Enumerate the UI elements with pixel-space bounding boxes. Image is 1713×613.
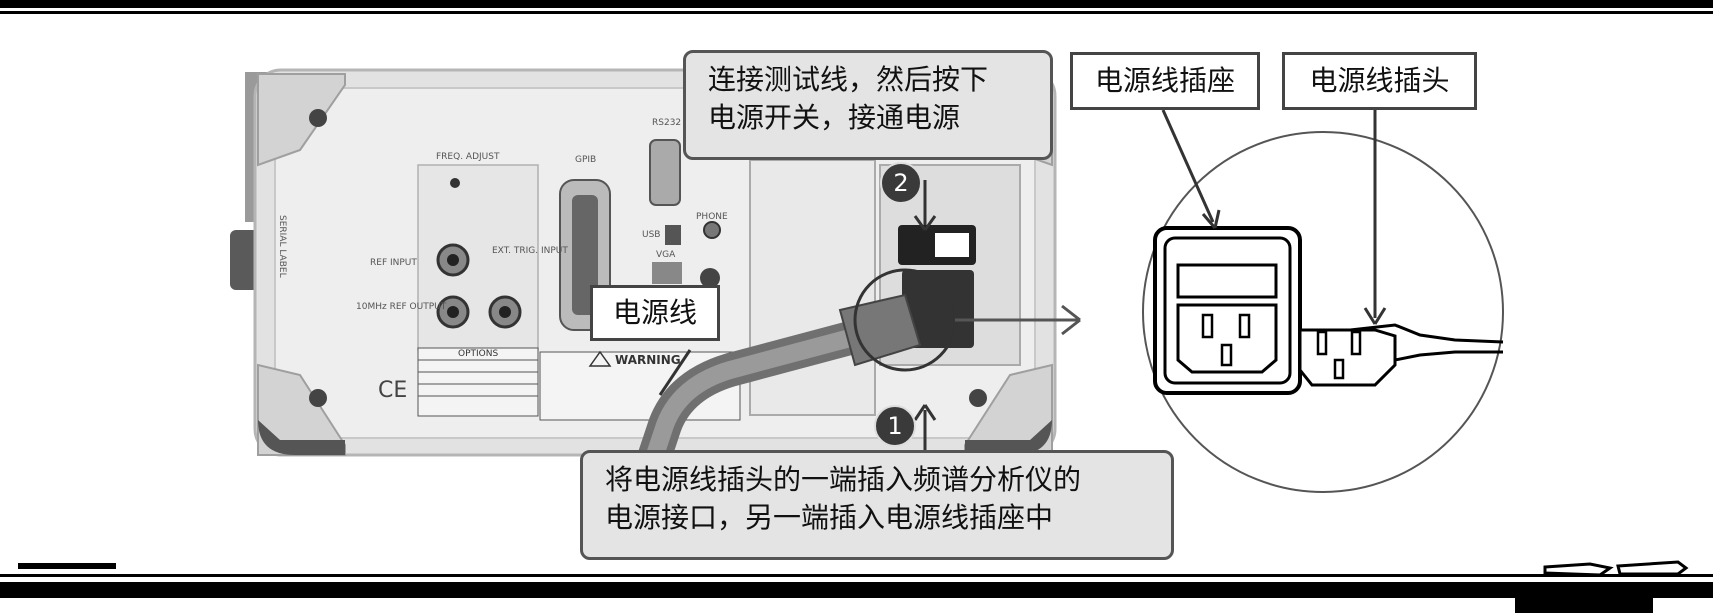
step1-callout: 将电源线插头的一端插入频谱分析仪的 电源接口，另一端插入电源线插座中 (580, 450, 1174, 560)
label-warning: WARNING (615, 353, 681, 367)
power-cord-label: 电源线 (590, 285, 720, 341)
step1-line1: 将电源线插头的一端插入频谱分析仪的 (605, 461, 1149, 499)
step-badge-2: 2 (880, 162, 922, 204)
step1-line2: 电源接口，另一端插入电源线插座中 (605, 499, 1149, 537)
power-socket-label: 电源线插座 (1070, 52, 1260, 110)
step2-line2: 电源开关，接通电源 (708, 99, 1028, 137)
step2-callout: 连接测试线，然后按下 电源开关，接通电源 (683, 50, 1053, 160)
ce-mark: CE (378, 378, 407, 403)
pen-decoration (1545, 562, 1686, 575)
label-rs232: RS232 (652, 118, 681, 128)
label-gpib: GPIB (575, 155, 596, 165)
label-phone: PHONE (696, 212, 728, 222)
label-vga: VGA (656, 250, 675, 260)
label-serial: SERIAL LABEL (277, 215, 287, 278)
label-freq-adjust: FREQ. ADJUST (436, 152, 499, 162)
power-plug-label: 电源线插头 (1282, 52, 1477, 110)
label-ref-output: 10MHz REF OUTPUT (356, 302, 446, 312)
label-ext-trig: EXT. TRIG. INPUT (492, 246, 568, 256)
label-ref-input: REF INPUT (370, 258, 417, 268)
step2-line1: 连接测试线，然后按下 (708, 61, 1028, 99)
label-options: OPTIONS (458, 349, 498, 359)
step-badge-1: 1 (874, 405, 916, 447)
label-usb: USB (642, 230, 660, 240)
